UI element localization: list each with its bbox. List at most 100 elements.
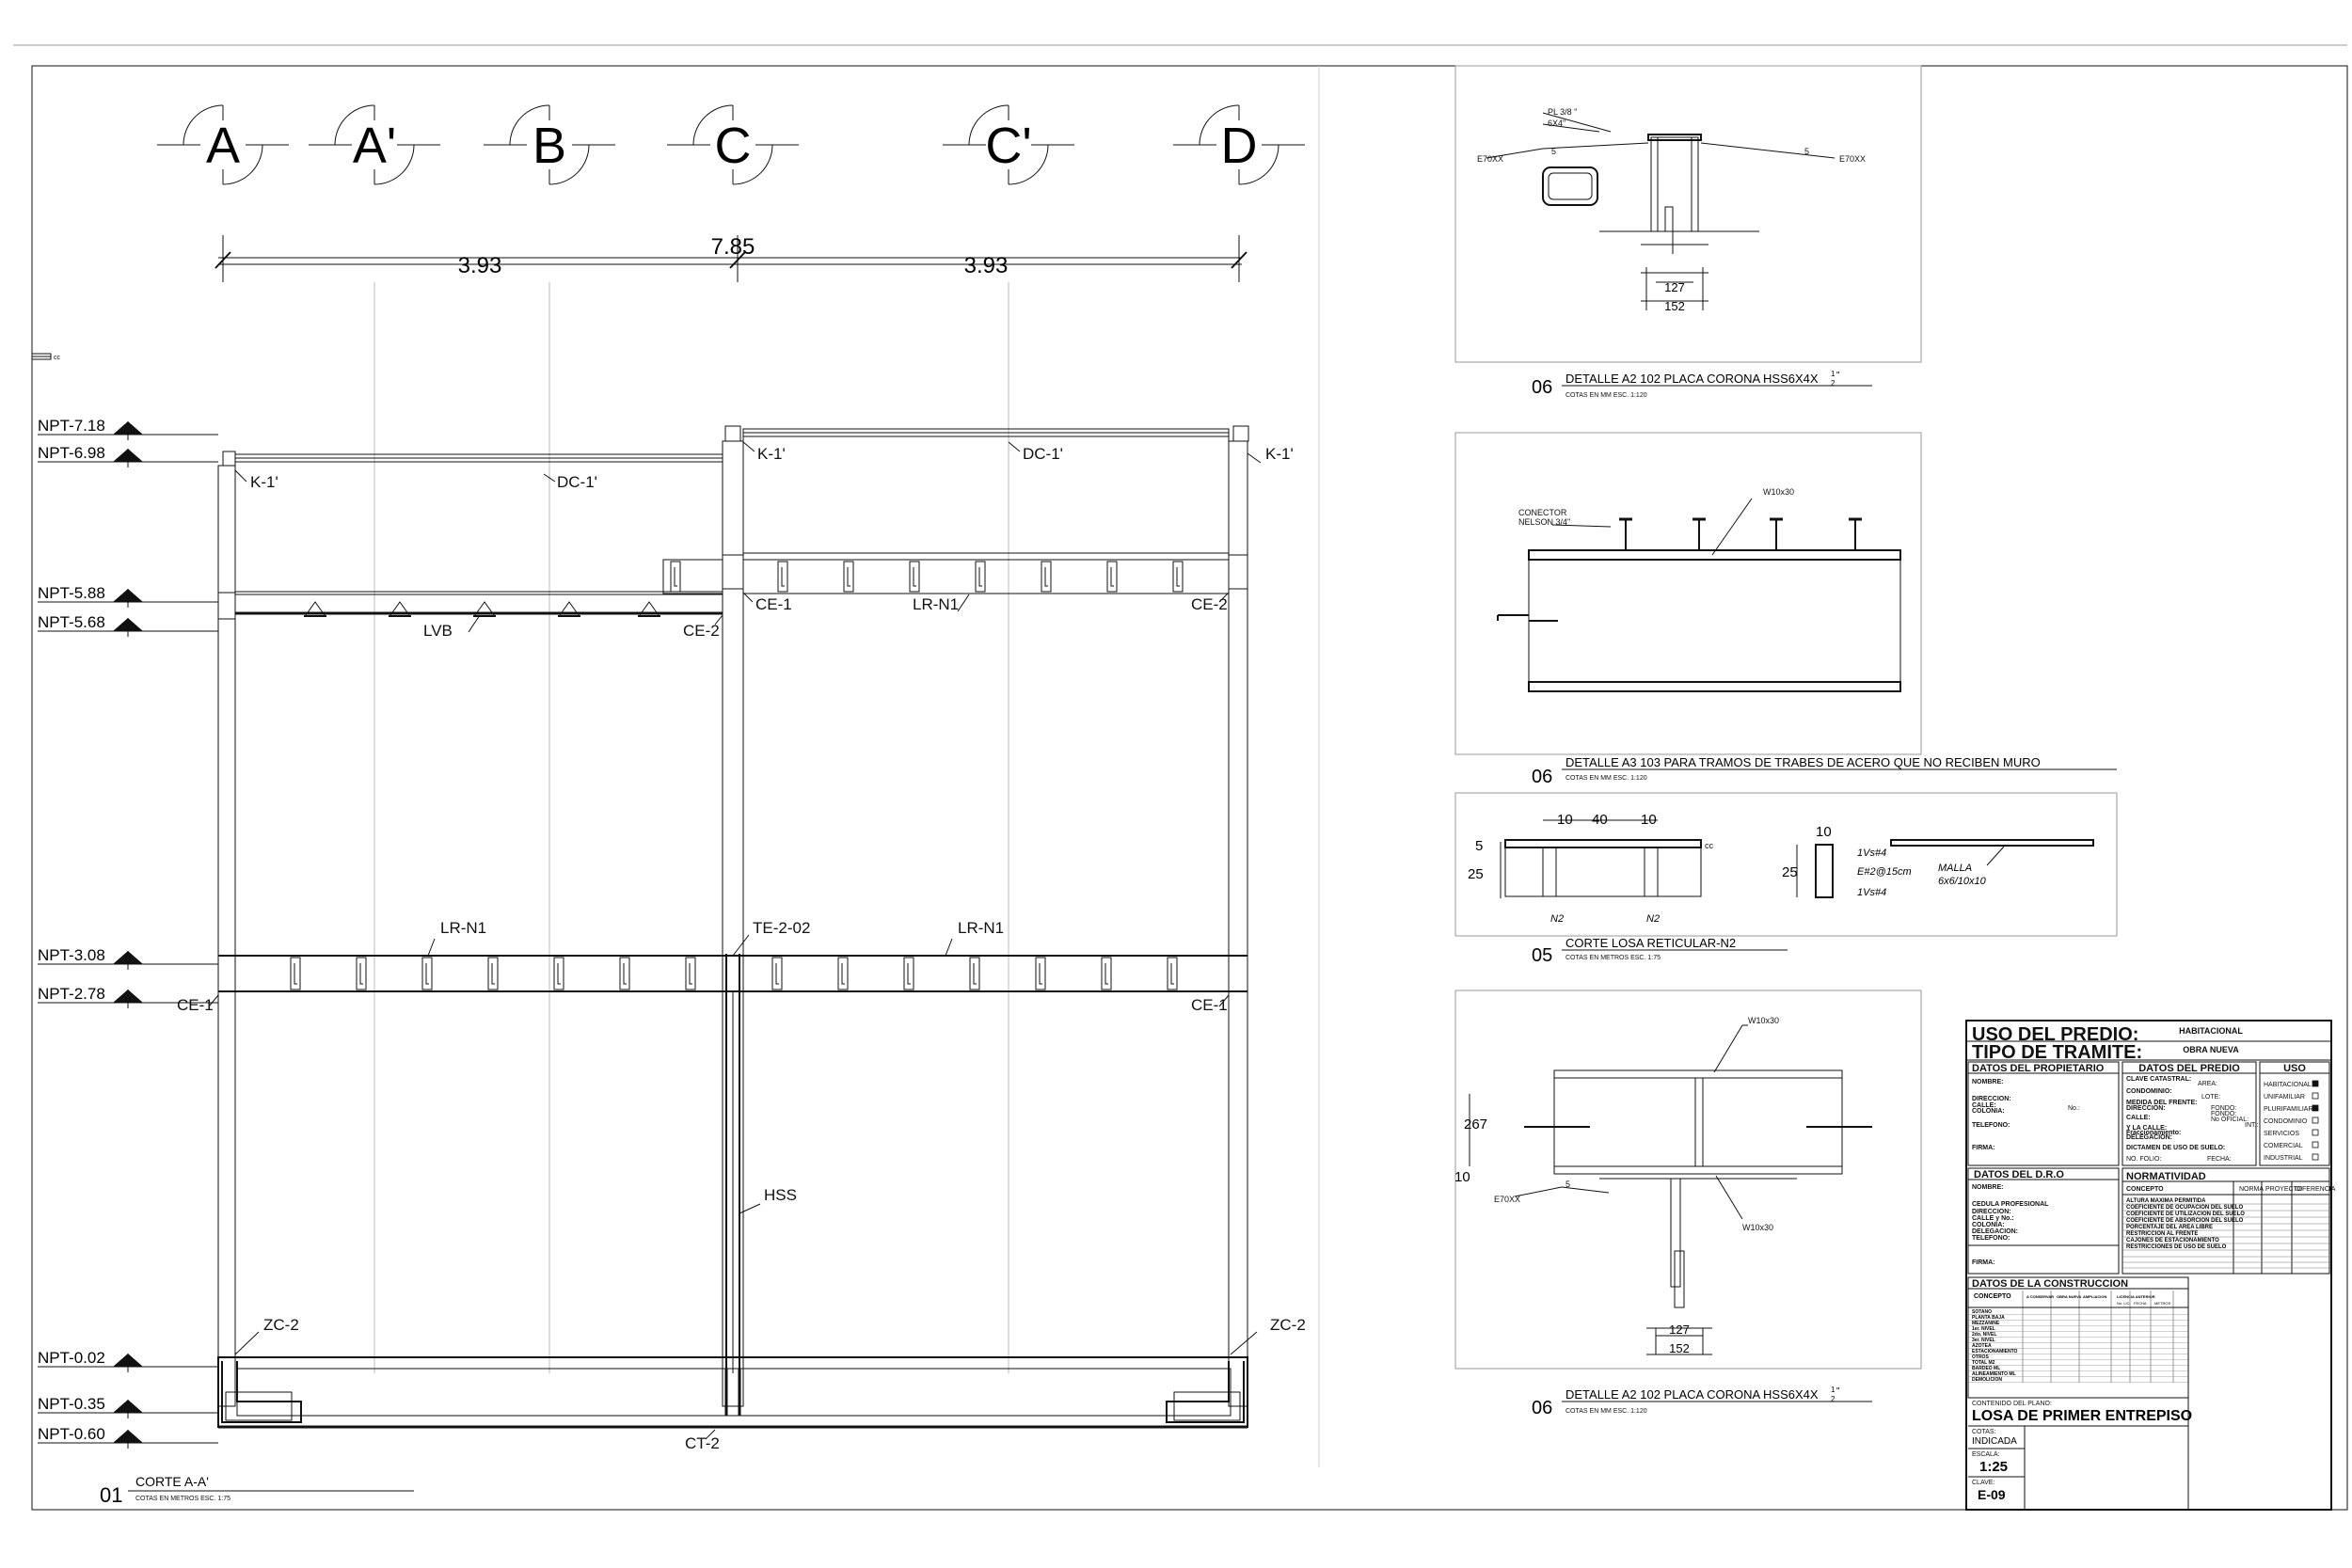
d4-d267: 267 bbox=[1464, 1117, 1487, 1132]
d3-number: 05 bbox=[1532, 945, 1552, 966]
tb-contenido: LOSA DE PRIMER ENTREPISO bbox=[1972, 1408, 2192, 1424]
tb-dro-field: CEDULA PROFESIONAL bbox=[1972, 1201, 2049, 1208]
tb-dictamen: DICTAMEN DE USO DE SUELO: bbox=[2126, 1145, 2225, 1151]
label-lrn1-left: LR-N1 bbox=[440, 919, 486, 937]
tb-cons-row: MEZZANINE bbox=[1972, 1321, 2000, 1326]
d3-d10b: 10 bbox=[1641, 812, 1657, 828]
tb-uso-header: USO bbox=[2283, 1063, 2306, 1074]
lvb-joist bbox=[639, 601, 660, 616]
d1-weld-size-right: 5 bbox=[1804, 147, 1809, 156]
tb-uso-label: PLURIFAMILIAR bbox=[2264, 1106, 2313, 1113]
d1-subtitle: COTAS EN MM ESC. 1:120 bbox=[1565, 392, 1647, 399]
d3-d10c: 10 bbox=[1816, 824, 1832, 840]
tb-uso-item: INDUSTRIAL bbox=[2264, 1153, 2319, 1162]
tb-norm-col: DIFERENCIA bbox=[2296, 1186, 2336, 1193]
slab-rib bbox=[843, 561, 854, 593]
tb-cons-row: OTROS bbox=[1972, 1354, 1989, 1360]
tb-cons-col: A CONSERVAR bbox=[2026, 1294, 2054, 1299]
tb-clave: E-09 bbox=[1978, 1487, 2006, 1502]
tb-uso-value: HABITACIONAL bbox=[2179, 1026, 2243, 1036]
label-k1-mid: K-1' bbox=[757, 445, 786, 463]
d4-frac-suffix: " bbox=[1836, 1386, 1840, 1397]
hss-column bbox=[725, 954, 740, 1373]
tb-propietario-header: DATOS DEL PROPIETARIO bbox=[1972, 1063, 2105, 1074]
tb-uso-checkbox bbox=[2312, 1141, 2319, 1148]
d4-weld-size: 5 bbox=[1565, 1180, 1570, 1189]
tb-predio-field: DIRECCION: bbox=[2126, 1105, 2166, 1112]
slab-rib bbox=[1035, 957, 1046, 990]
axis-marker: C' bbox=[943, 104, 1074, 185]
d4-title: DETALLE A2 102 PLACA CORONA HSS6X4X bbox=[1565, 1387, 1819, 1402]
d2-subtitle: COTAS EN MM ESC. 1:120 bbox=[1565, 775, 1647, 782]
level-label: NPT-6.98 bbox=[38, 444, 105, 462]
tb-construccion-header: DATOS DE LA CONSTRUCCION bbox=[1972, 1278, 2128, 1290]
label-ce2-mid: CE-2 bbox=[683, 622, 720, 640]
d4-d10: 10 bbox=[1454, 1169, 1470, 1185]
tb-dro-field: TELEFONO: bbox=[1972, 1235, 2010, 1242]
d4-number: 06 bbox=[1532, 1398, 1552, 1418]
d3-malla-1: MALLA bbox=[1938, 863, 1972, 874]
tb-norm-row: ALTURA MAXIMA PERMITIDA bbox=[2126, 1198, 2206, 1204]
d4-beam-bot: W10x30 bbox=[1742, 1223, 1773, 1232]
tb-predio-extra: LOTE: bbox=[2201, 1094, 2220, 1101]
label-dc1-right: DC-1' bbox=[1023, 445, 1063, 463]
foundation bbox=[217, 1356, 1248, 1429]
level-label: NPT-0.02 bbox=[38, 1349, 105, 1367]
tb-cons-col: OBRA NUEVA bbox=[2057, 1294, 2082, 1299]
d3-n2b: N2 bbox=[1646, 913, 1660, 925]
d1-frac-bottom: 2 bbox=[1831, 379, 1836, 388]
tb-cons-col: AMPLIACION bbox=[2083, 1294, 2106, 1299]
walls bbox=[217, 440, 1248, 1407]
d3-title: CORTE LOSA RETICULAR-N2 bbox=[1565, 936, 1736, 950]
tb-cons-row: DEMOLICION bbox=[1972, 1377, 2002, 1383]
d1-dim-outer: 152 bbox=[1664, 299, 1685, 313]
tb-tramite-value: OBRA NUEVA bbox=[2183, 1045, 2239, 1054]
tb-dro-field: DIRECCION: bbox=[1972, 1209, 2011, 1215]
label-k1-right: K-1' bbox=[1265, 445, 1294, 463]
tb-predio-extra: AREA:LOTE:FONDO:FONDO:No OFICIAL:INT.: bbox=[2198, 1081, 2258, 1129]
slab-rib bbox=[909, 561, 920, 593]
d1-frac-suffix: " bbox=[1836, 371, 1840, 381]
tb-uso-item: HABITACIONAL bbox=[2264, 1080, 2319, 1088]
d3-vs-bot: 1Vs#4 bbox=[1857, 887, 1886, 898]
tb-uso-label: COMERCIAL bbox=[2264, 1143, 2303, 1149]
tb-uso-label: UNIFAMILIAR bbox=[2264, 1094, 2305, 1101]
tb-uso-label: INDUSTRIAL bbox=[2264, 1155, 2303, 1162]
d3-n2a: N2 bbox=[1550, 913, 1564, 925]
tb-escala: 1:25 bbox=[1979, 1459, 2008, 1475]
slab-rib bbox=[1106, 561, 1118, 593]
d4-weld: E70XX bbox=[1494, 1195, 1520, 1204]
level-marker: NPT-0.35 bbox=[38, 1395, 218, 1418]
axis-label: C' bbox=[985, 118, 1031, 174]
tb-cons-row: TOTAL M2 bbox=[1972, 1360, 1995, 1366]
tb-predio-field: CALLE: bbox=[2126, 1115, 2151, 1121]
tb-cons-row: 1er. NIVEL bbox=[1972, 1326, 1995, 1332]
d2-connector-1: CONECTOR bbox=[1518, 508, 1567, 517]
tb-uso-item: CONDOMINIO bbox=[2264, 1117, 2319, 1125]
tb-predio-field: MEDIDA DEL FRENTE: bbox=[2126, 1100, 2197, 1106]
tb-prop-field: DIRECCION: bbox=[1972, 1096, 2011, 1102]
section-title: 01 CORTE A-A' COTAS EN METROS ESC. 1:75 bbox=[100, 1474, 414, 1507]
tb-uso-items: HABITACIONAL UNIFAMILIAR PLURIFAMILIAR COND… bbox=[2264, 1080, 2319, 1162]
tb-clave-label: CLAVE: bbox=[1972, 1480, 1994, 1486]
level-marker: NPT-0.02 bbox=[38, 1349, 218, 1372]
section-title-number: 01 bbox=[100, 1483, 122, 1507]
d1-frac-top: 1 bbox=[1831, 370, 1836, 378]
d3-d25b: 25 bbox=[1782, 864, 1798, 880]
slab-rib bbox=[685, 957, 696, 990]
tb-predio-extra: No OFICIAL: bbox=[2211, 1117, 2249, 1123]
slab-rib bbox=[421, 957, 433, 990]
tb-predio-field: CONDOMINIO: bbox=[2126, 1088, 2172, 1095]
level-marker: NPT-2.78 bbox=[38, 985, 218, 1008]
tb-norm-row: PORCENTAJE DEL AREA LIBRE bbox=[2126, 1225, 2213, 1230]
side-mark-label: cc bbox=[54, 355, 61, 361]
slab-rib bbox=[771, 957, 783, 990]
tb-predio-fields: CLAVE CATASTRAL:CONDOMINIO:MEDIDA DEL FR… bbox=[2126, 1076, 2197, 1141]
dim-total: 7.85 bbox=[711, 234, 755, 260]
slab-rib bbox=[969, 957, 980, 990]
d4-beam-top: W10x30 bbox=[1748, 1016, 1779, 1025]
lvb-joist bbox=[389, 601, 410, 616]
d3-malla-2: 6x6/10x10 bbox=[1938, 876, 1987, 887]
